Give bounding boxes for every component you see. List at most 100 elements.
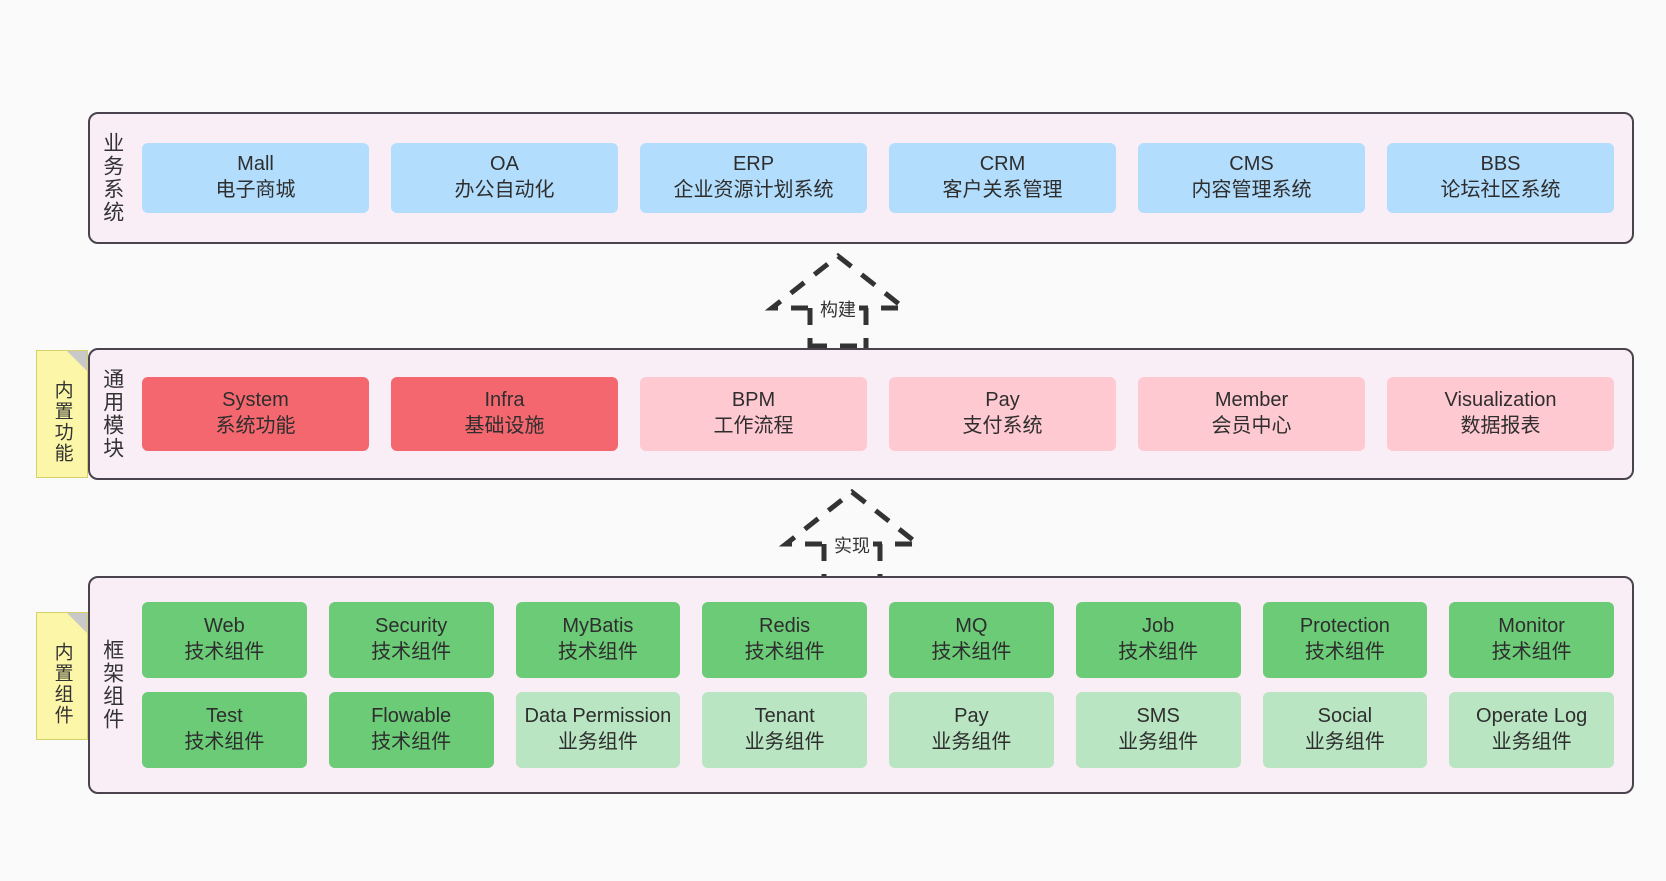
node-flowable-cn: 技术组件	[371, 731, 452, 753]
layer-title-framework-component: 框架组件	[100, 639, 124, 731]
node-operate-log-cn: 业务组件	[1491, 731, 1572, 753]
node-pay-component-cn: 业务组件	[931, 731, 1012, 753]
node-system-cn: 系统功能	[215, 415, 296, 437]
note-fold-icon	[67, 613, 87, 633]
node-redis[interactable]: Redis 技术组件	[702, 602, 867, 678]
node-flowable-en: Flowable	[371, 705, 452, 728]
layer-business-system: 业务系统 Mall 电子商城 OA 办公自动化 ERP 企业资源计划系统 CRM…	[88, 112, 1634, 244]
realize-arrow-label-wrap: 实现	[772, 532, 932, 558]
realize-arrow: 实现	[772, 488, 932, 585]
node-mybatis[interactable]: MyBatis 技术组件	[515, 602, 681, 678]
node-mq[interactable]: MQ 技术组件	[889, 602, 1054, 678]
business-system-row: Mall 电子商城 OA 办公自动化 ERP 企业资源计划系统 CRM 客户关系…	[142, 143, 1614, 213]
node-pay-module[interactable]: Pay 支付系统	[889, 377, 1116, 451]
node-infra[interactable]: Infra 基础设施	[391, 377, 618, 451]
node-bbs-cn: 论坛社区系统	[1440, 179, 1561, 201]
framework-business-row: Test 技术组件 Flowable 技术组件 Data Permission …	[142, 692, 1614, 768]
node-oa-en: OA	[490, 153, 519, 176]
node-monitor[interactable]: Monitor 技术组件	[1449, 602, 1614, 678]
node-job-en: Job	[1142, 615, 1175, 638]
node-crm-cn: 客户关系管理	[942, 179, 1063, 201]
node-flowable[interactable]: Flowable 技术组件	[328, 692, 494, 768]
node-test-cn: 技术组件	[184, 731, 265, 753]
layer-common-module: 通用模块 System 系统功能 Infra 基础设施 BPM 工作流程 Pay…	[88, 348, 1634, 480]
common-module-row: System 系统功能 Infra 基础设施 BPM 工作流程 Pay 支付系统…	[142, 377, 1614, 451]
node-data-permission-en: Data Permission	[524, 705, 672, 728]
node-sms-cn: 业务组件	[1118, 731, 1199, 753]
node-web-en: Web	[203, 615, 245, 638]
node-mall-cn: 电子商城	[215, 179, 296, 201]
node-infra-en: Infra	[484, 389, 525, 412]
node-security[interactable]: Security 技术组件	[328, 602, 494, 678]
note-builtin-component-label: 内置组件	[51, 642, 73, 726]
node-bpm-cn: 工作流程	[713, 415, 794, 437]
node-oa-cn: 办公自动化	[454, 179, 555, 201]
node-job[interactable]: Job 技术组件	[1075, 602, 1241, 678]
node-test[interactable]: Test 技术组件	[142, 692, 307, 768]
layer-framework-component: 框架组件 Web 技术组件 Security 技术组件 MyBatis 技术组件…	[88, 576, 1634, 794]
node-cms[interactable]: CMS 内容管理系统	[1138, 143, 1365, 213]
node-mq-cn: 技术组件	[931, 641, 1012, 663]
node-oa[interactable]: OA 办公自动化	[391, 143, 618, 213]
node-security-cn: 技术组件	[371, 641, 452, 663]
node-social-cn: 业务组件	[1304, 731, 1385, 753]
framework-tech-row: Web 技术组件 Security 技术组件 MyBatis 技术组件 Redi…	[142, 602, 1614, 678]
layer-body-common-module: System 系统功能 Infra 基础设施 BPM 工作流程 Pay 支付系统…	[134, 350, 1632, 478]
node-mall-en: Mall	[237, 153, 274, 176]
node-infra-cn: 基础设施	[464, 415, 545, 437]
node-tenant[interactable]: Tenant 业务组件	[702, 692, 867, 768]
build-arrow-label: 构建	[817, 300, 859, 320]
node-protection[interactable]: Protection 技术组件	[1262, 602, 1428, 678]
node-visualization-cn: 数据报表	[1460, 415, 1541, 437]
node-erp-en: ERP	[732, 153, 775, 176]
node-pay-module-en: Pay	[985, 389, 1020, 412]
node-web-cn: 技术组件	[184, 641, 265, 663]
node-system[interactable]: System 系统功能	[142, 377, 369, 451]
node-mall[interactable]: Mall 电子商城	[142, 143, 369, 213]
node-tenant-en: Tenant	[754, 705, 815, 728]
node-web[interactable]: Web 技术组件	[142, 602, 307, 678]
node-data-permission-cn: 业务组件	[557, 731, 638, 753]
note-fold-icon	[67, 351, 87, 371]
node-pay-component[interactable]: Pay 业务组件	[889, 692, 1054, 768]
node-social[interactable]: Social 业务组件	[1262, 692, 1428, 768]
node-cms-cn: 内容管理系统	[1191, 179, 1312, 201]
node-mybatis-cn: 技术组件	[557, 641, 638, 663]
node-operate-log-en: Operate Log	[1476, 705, 1588, 728]
layer-title-business-system: 业务系统	[100, 132, 124, 224]
build-arrow-label-wrap: 构建	[758, 296, 918, 322]
node-bbs[interactable]: BBS 论坛社区系统	[1387, 143, 1614, 213]
node-system-en: System	[222, 389, 289, 412]
node-visualization[interactable]: Visualization 数据报表	[1387, 377, 1614, 451]
node-member-cn: 会员中心	[1211, 415, 1292, 437]
node-member[interactable]: Member 会员中心	[1138, 377, 1365, 451]
node-job-cn: 技术组件	[1118, 641, 1199, 663]
node-monitor-cn: 技术组件	[1491, 641, 1572, 663]
node-tenant-cn: 业务组件	[744, 731, 825, 753]
node-pay-component-en: Pay	[954, 705, 989, 728]
node-visualization-en: Visualization	[1444, 389, 1557, 412]
node-social-en: Social	[1317, 705, 1373, 728]
node-erp[interactable]: ERP 企业资源计划系统	[640, 143, 867, 213]
node-redis-cn: 技术组件	[744, 641, 825, 663]
node-protection-en: Protection	[1299, 615, 1390, 638]
node-bpm-en: BPM	[731, 389, 776, 412]
node-security-en: Security	[375, 615, 448, 638]
node-data-permission[interactable]: Data Permission 业务组件	[515, 692, 681, 768]
node-test-en: Test	[206, 705, 243, 728]
node-crm[interactable]: CRM 客户关系管理	[889, 143, 1116, 213]
realize-arrow-label: 实现	[831, 536, 873, 556]
node-protection-cn: 技术组件	[1304, 641, 1385, 663]
node-sms[interactable]: SMS 业务组件	[1075, 692, 1241, 768]
node-pay-module-cn: 支付系统	[962, 415, 1043, 437]
node-bpm[interactable]: BPM 工作流程	[640, 377, 867, 451]
node-cms-en: CMS	[1229, 153, 1274, 176]
node-crm-en: CRM	[979, 153, 1026, 176]
note-builtin-function-label: 内置功能	[51, 380, 73, 464]
layer-body-business-system: Mall 电子商城 OA 办公自动化 ERP 企业资源计划系统 CRM 客户关系…	[134, 114, 1632, 242]
node-operate-log[interactable]: Operate Log 业务组件	[1449, 692, 1614, 768]
node-monitor-en: Monitor	[1498, 615, 1565, 638]
node-member-en: Member	[1214, 389, 1289, 412]
build-arrow: 构建	[758, 252, 918, 349]
